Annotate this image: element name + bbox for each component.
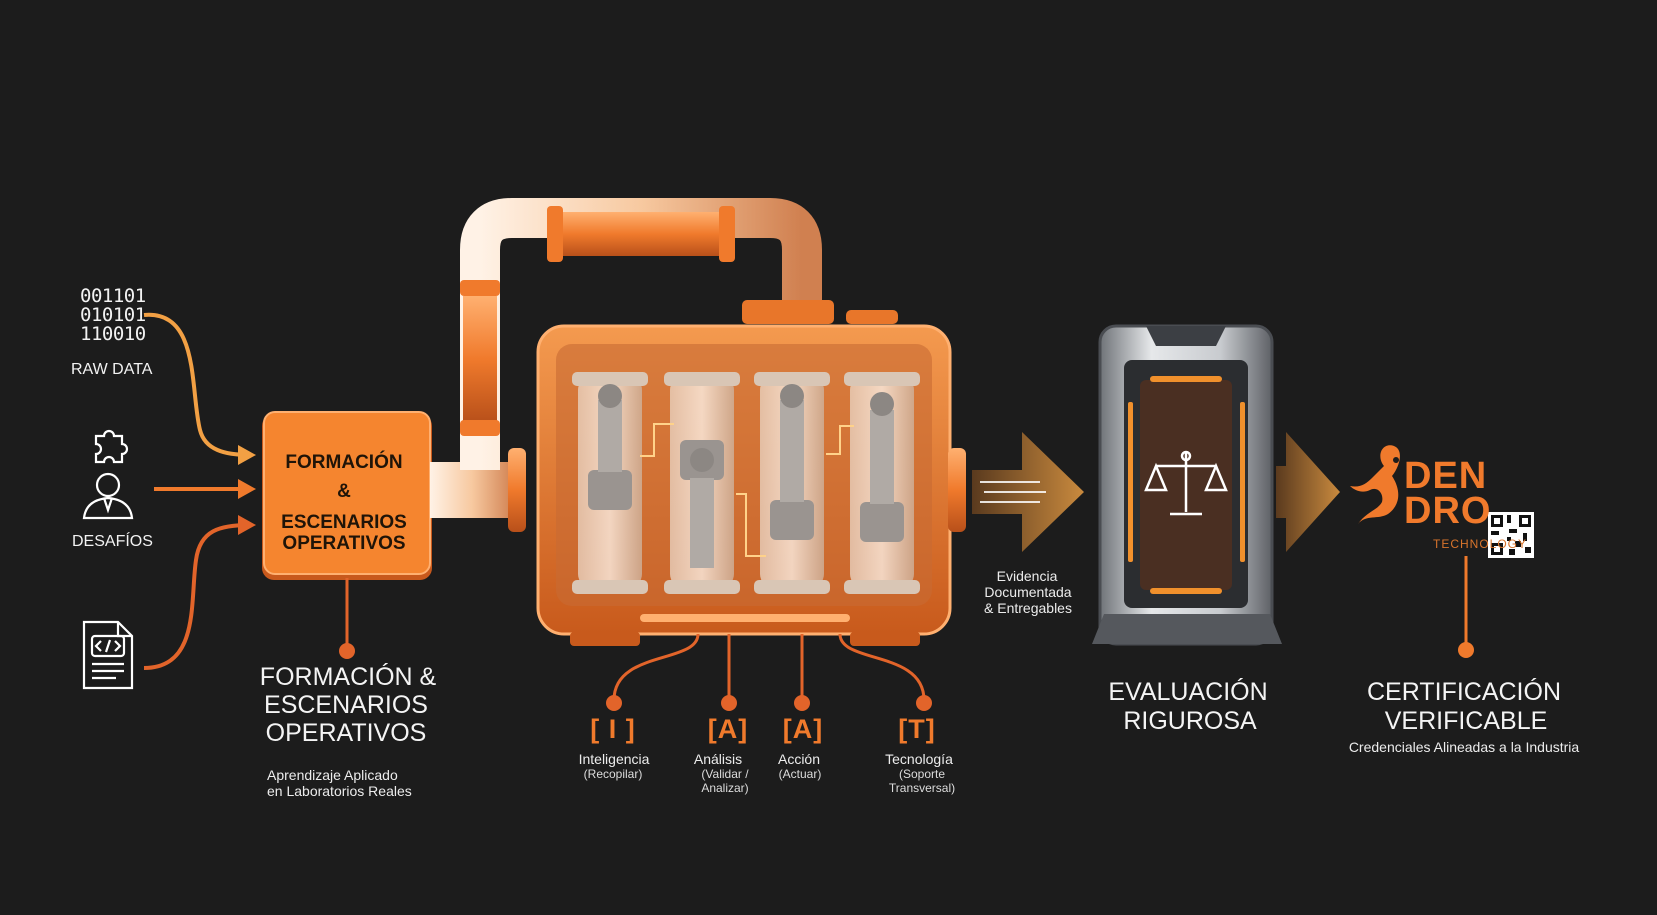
document-connector — [143, 523, 251, 670]
document-arrowhead — [238, 515, 256, 535]
stage-detail-2-1: (Validar / — [701, 767, 749, 781]
raw-data-label: RAW DATA — [71, 361, 153, 378]
portal-light-right — [1240, 402, 1245, 562]
stage-code-3: [A] — [782, 714, 824, 744]
portal-light-bottom — [1150, 588, 1222, 594]
raw-data-arrowhead — [238, 445, 256, 465]
frog-logo-icon — [1350, 445, 1400, 524]
certification-title-1: CERTIFICACIÓN — [1367, 678, 1561, 706]
training-box-line-2: & — [337, 481, 351, 502]
portal-light-left — [1128, 402, 1133, 562]
binary-line-1: 001101 — [80, 285, 146, 307]
engine-foot-right — [850, 632, 920, 646]
pipe-collar-left-upper — [460, 280, 500, 296]
pipe-segment-orange — [563, 212, 721, 256]
engine-left-flange — [508, 448, 526, 532]
stage-dot-3 — [794, 695, 810, 711]
stage-name-3: Acción — [777, 751, 821, 767]
qr-code-icon — [1488, 512, 1534, 558]
stage-name-1: Inteligencia — [578, 751, 650, 767]
portal-light-top — [1150, 376, 1222, 382]
engine-foot-left — [570, 632, 640, 646]
training-box-line-3: ESCENARIOS — [281, 512, 407, 533]
stage-detail-4-1: (Soporte — [898, 767, 946, 781]
evidence-label-2: Documentada — [984, 584, 1072, 600]
pipe-collar-top-right — [719, 206, 735, 262]
training-caption-subtitle-1: Aprendizaje Aplicado — [267, 767, 398, 783]
stage-connector-4 — [838, 633, 926, 701]
stage-detail-3-1: (Actuar) — [778, 767, 822, 781]
code-document-icon — [82, 620, 134, 690]
stage-dot-1 — [606, 695, 622, 711]
evidence-label-1: Evidencia — [996, 568, 1058, 584]
stage-code-2: [A] — [707, 714, 749, 744]
pipe-collar-left-lower — [460, 420, 500, 436]
engine-base-rail — [640, 614, 850, 622]
training-caption-title-2: ESCENARIOS — [264, 691, 428, 719]
binary-line-2: 010101 — [80, 304, 146, 326]
engine-window — [556, 344, 932, 606]
certification-title-2: VERIFICABLE — [1384, 707, 1548, 735]
training-caption-title-1: FORMACIÓN & — [259, 663, 437, 691]
challenges-arrowhead — [238, 479, 256, 499]
training-caption-title-3: OPERATIVOS — [265, 719, 427, 747]
binary-line-3: 110010 — [80, 323, 146, 345]
pipe-segment-vertical — [463, 296, 497, 422]
stage-detail-2-2: Analizar) — [701, 781, 749, 795]
engine-top-port — [742, 300, 834, 324]
stage-code-4: [T] — [898, 714, 936, 744]
engine-circuit-lines — [640, 423, 854, 557]
box-to-engine-pipe — [430, 462, 514, 518]
training-caption-subtitle-2: en Laboratorios Reales — [267, 783, 412, 799]
portal-base — [1092, 614, 1282, 644]
stage-name-4: Tecnología — [885, 751, 953, 767]
training-box-line-1: FORMACIÓN — [285, 452, 403, 473]
certification-arrow — [1276, 432, 1340, 552]
brand-line-2: DRO — [1404, 490, 1492, 532]
evaluation-title-1: EVALUACIÓN — [1108, 678, 1268, 706]
evidence-label-3: & Entregables — [984, 600, 1072, 616]
stage-detail-1-1: (Recopilar) — [583, 767, 643, 781]
challenges-label: DESAFÍOS — [72, 533, 153, 550]
brand-line-1: DEN — [1404, 455, 1488, 497]
cylinder-1 — [572, 372, 648, 594]
cylinder-3 — [754, 372, 830, 594]
evidence-arrow-streaks — [980, 481, 1046, 503]
stage-connector-1 — [612, 633, 700, 701]
training-box-line-4: OPERATIVOS — [282, 533, 406, 554]
stage-dot-2 — [721, 695, 737, 711]
evaluation-title-2: RIGUROSA — [1123, 707, 1257, 735]
certification-caption-dot — [1458, 642, 1474, 658]
engine-right-flange — [948, 448, 966, 532]
stage-detail-4-2: Transversal) — [888, 781, 956, 795]
brand-tagline: TECHNOLOGY — [1433, 537, 1528, 551]
stage-dot-4 — [916, 695, 932, 711]
raw-data-connector — [143, 312, 251, 457]
pipe-collar-top-left — [547, 206, 563, 262]
engine-top-cap — [846, 310, 898, 324]
certification-subtitle: Credenciales Alineadas a la Industria — [1348, 739, 1580, 755]
portal-top-cap — [1146, 326, 1226, 346]
scales-of-justice-icon — [1144, 450, 1228, 516]
cylinder-2 — [664, 372, 740, 594]
training-caption-dot — [339, 643, 355, 659]
stage-code-1: [ I ] — [590, 714, 636, 744]
person-icon — [82, 472, 134, 520]
stage-name-2: Análisis — [693, 751, 743, 767]
puzzle-icon — [94, 429, 129, 464]
cylinder-4 — [844, 372, 920, 594]
